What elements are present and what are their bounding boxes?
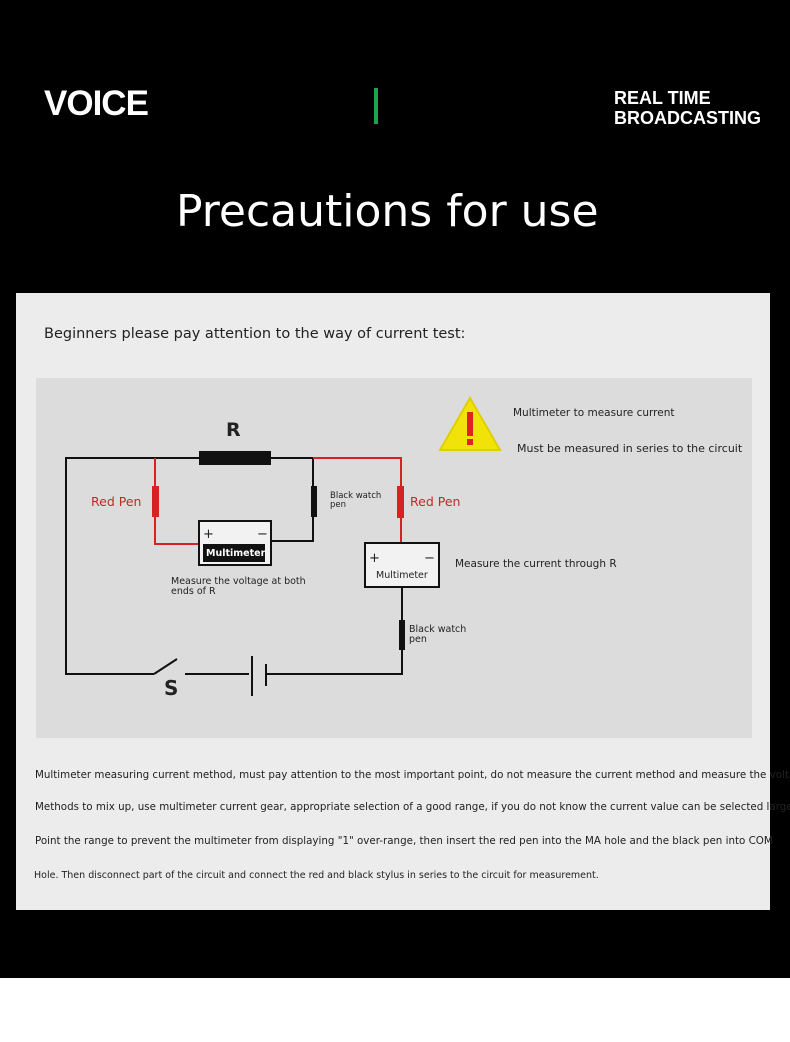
page-title: Precautions for use (176, 186, 599, 237)
multimeter-left-display (203, 544, 265, 562)
note-line-4: Hole. Then disconnect part of the circui… (34, 870, 599, 881)
resistor (199, 451, 271, 465)
intro-text: Beginners please pay attention to the wa… (44, 326, 466, 342)
circuit-svg (65, 395, 502, 696)
red-lead-left (154, 458, 200, 545)
brand-tagline: REAL TIME BROADCASTING (614, 88, 761, 128)
right-meter-minus: − (424, 551, 435, 566)
wire-black-lead-left (272, 458, 314, 542)
left-red-pen-label: Red Pen (91, 494, 142, 509)
tagline-line-1: REAL TIME (614, 88, 711, 108)
switch-lever (153, 658, 178, 675)
warning-line-2: Must be measured in series to the circui… (517, 442, 743, 455)
right-black-pen-label: Black watch pen (409, 624, 467, 645)
warning-exclamation-dot (467, 439, 473, 445)
right-meter-label: Multimeter (376, 570, 428, 581)
note-line-3: Point the range to prevent the multimete… (35, 835, 773, 847)
left-black-pen-label: Black watch pen (330, 491, 382, 510)
brand-logo-text: VOICE (44, 84, 149, 123)
resistor-label: R (226, 419, 241, 441)
right-caption: Measure the current through R (455, 558, 617, 570)
left-caption: Measure the voltage at both ends of R (171, 576, 306, 597)
red-pen-right (397, 486, 404, 518)
header-divider (374, 88, 378, 124)
circuit-diagram: R S Red Pen Black watch pen + − Multimet… (36, 378, 752, 738)
wire-left (65, 457, 200, 675)
multimeter-right (364, 542, 440, 588)
note-line-1: Multimeter measuring current method, mus… (35, 769, 790, 781)
right-red-pen-label: Red Pen (410, 494, 461, 509)
black-pen-left (311, 486, 317, 517)
red-pen-left (152, 486, 159, 517)
black-pen-right (399, 620, 405, 650)
tagline-line-2: BROADCASTING (614, 108, 761, 128)
warning-line-1: Multimeter to measure current (513, 407, 675, 419)
left-meter-label: Multimeter (206, 548, 266, 559)
left-meter-minus: − (257, 527, 268, 542)
left-meter-plus: + (203, 527, 214, 542)
note-line-2: Methods to mix up, use multimeter curren… (35, 801, 790, 813)
right-meter-plus: + (369, 551, 380, 566)
warning-exclamation-bar (467, 412, 473, 436)
switch-label: S (164, 676, 179, 700)
wire-bottom-right (267, 604, 403, 675)
